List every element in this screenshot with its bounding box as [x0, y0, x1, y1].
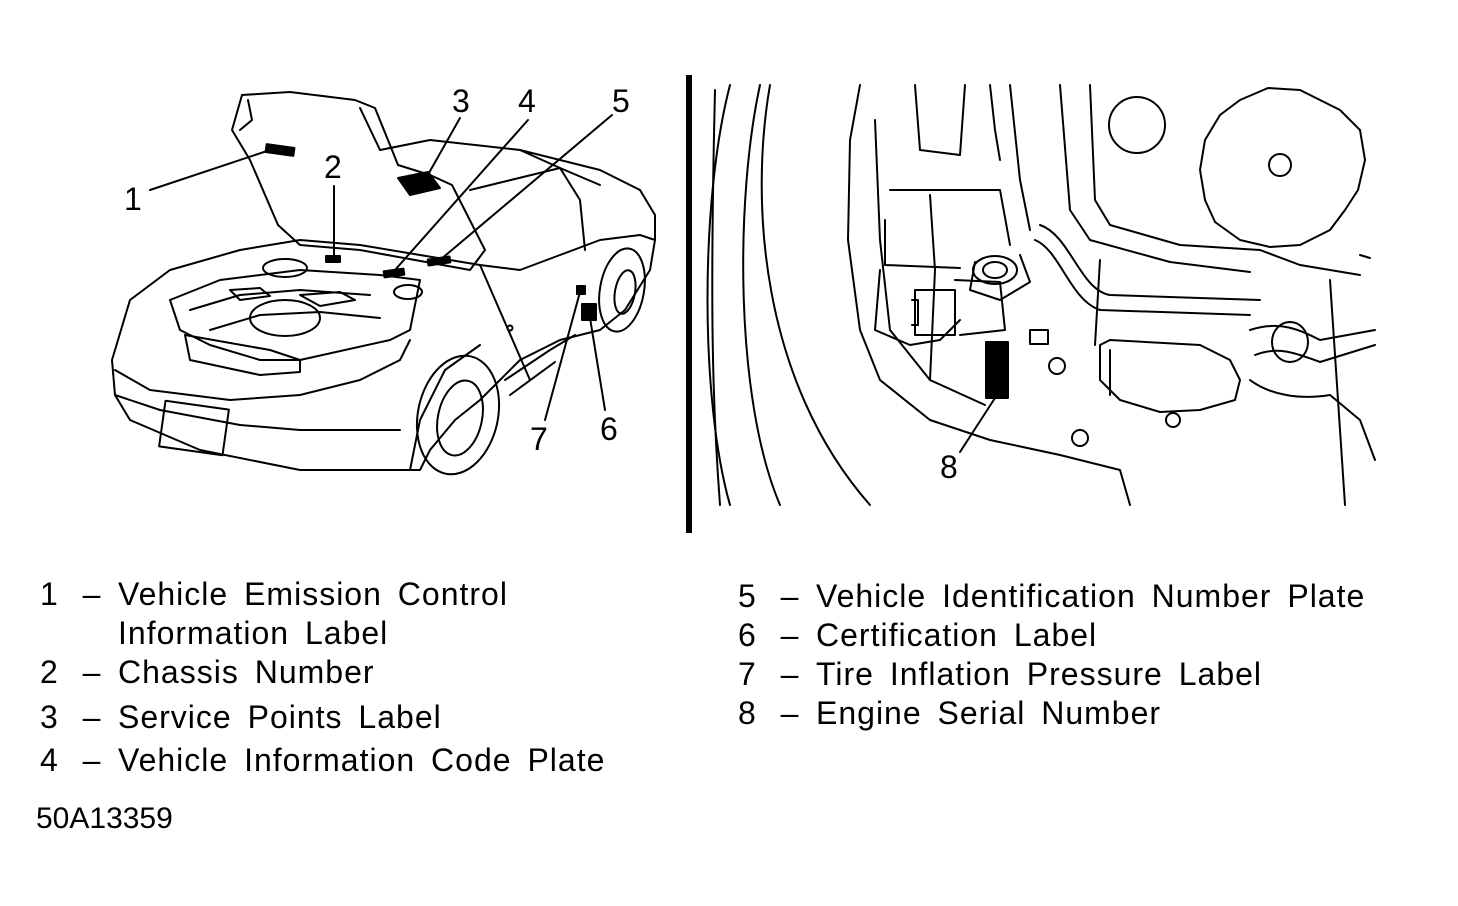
- leader-line-8: [959, 397, 996, 453]
- bolt-head: [1108, 96, 1166, 154]
- legend-right-column: 5 – Vehicle Identification Number Plate …: [738, 577, 1365, 733]
- legend-item-number: 2: [40, 654, 59, 690]
- engine-bay: [169, 269, 421, 361]
- legend-item-text: Engine Serial Number: [816, 695, 1162, 731]
- legend-item-dash: –: [82, 742, 102, 778]
- leader-line-4: [394, 119, 529, 271]
- legend-left-column: 1 – Vehicle Emission Control Information…: [40, 575, 605, 780]
- panel-divider: [686, 75, 692, 533]
- legend-item-number: 5: [738, 578, 757, 614]
- legend-item-dash: –: [780, 695, 800, 731]
- license-plate: [158, 399, 230, 457]
- callout-2: 2: [324, 149, 342, 185]
- legend-item-number: 3: [40, 699, 59, 735]
- car-illustration: [111, 91, 656, 476]
- legend-item-number: 8: [738, 695, 757, 731]
- callout-4: 4: [518, 83, 536, 119]
- legend-item-4: 4 – Vehicle Information Code Plate: [40, 741, 605, 780]
- callout-5: 5: [612, 83, 630, 119]
- callout-7: 7: [530, 421, 548, 457]
- leader-line-6: [589, 317, 606, 411]
- callout-1: 1: [124, 181, 142, 217]
- legend-item-dash: –: [82, 576, 102, 612]
- legend-item-3: 3 – Service Points Label: [40, 698, 605, 737]
- raised-hood: [231, 91, 486, 271]
- legend-item-dash: –: [780, 656, 800, 692]
- legend-item-6: 6 – Certification Label: [738, 616, 1365, 655]
- legend-item-number: 4: [40, 742, 59, 778]
- legend-item-text-continued: Information Label: [118, 615, 389, 651]
- legend-item-text: Vehicle Identification Number Plate: [816, 578, 1366, 614]
- rear-wheel: [598, 247, 646, 333]
- engine-serial-pad: [985, 341, 1009, 399]
- legend-item-7: 7 – Tire Inflation Pressure Label: [738, 655, 1365, 694]
- legend-item-number: 7: [738, 656, 757, 692]
- leader-line-5: [439, 114, 613, 261]
- legend-item-text: Certification Label: [816, 617, 1098, 653]
- oil-filler-cap: [1199, 87, 1366, 248]
- leader-line-7: [544, 291, 581, 421]
- label-location-diagram: 1 2 3 4 5 6 7: [111, 75, 1376, 533]
- leader-line-3: [424, 117, 461, 181]
- engine-detail-illustration: [706, 84, 1376, 506]
- legend-item-text: Tire Inflation Pressure Label: [816, 656, 1263, 692]
- legend-item-dash: –: [780, 617, 800, 653]
- legend-item-dash: –: [780, 578, 800, 614]
- legend-item-1: 1 – Vehicle Emission Control: [40, 575, 605, 614]
- legend-item-1-continued: Information Label: [40, 614, 605, 653]
- engine-block-outline: [847, 84, 1131, 506]
- figure-code: 50A13359: [36, 802, 173, 835]
- legend-item-text: Vehicle Emission Control: [118, 576, 508, 612]
- callout-3: 3: [452, 83, 470, 119]
- legend-item-text: Chassis Number: [118, 654, 375, 690]
- legend-item-number: 6: [738, 617, 757, 653]
- legend-item-5: 5 – Vehicle Identification Number Plate: [738, 577, 1365, 616]
- legend-item-text: Vehicle Information Code Plate: [118, 742, 606, 778]
- legend-item-text: Service Points Label: [118, 699, 442, 735]
- front-bumper: [114, 339, 411, 401]
- callout-6: 6: [600, 411, 618, 447]
- legend-item-8: 8 – Engine Serial Number: [738, 694, 1365, 733]
- legend-item-2: 2 – Chassis Number: [40, 653, 605, 692]
- roof-outline: [379, 139, 656, 241]
- car-body-outline: [111, 234, 656, 471]
- legend-item-dash: –: [82, 654, 102, 690]
- legend-item-dash: –: [82, 699, 102, 735]
- callout-8: 8: [940, 449, 958, 485]
- legend-item-number: 1: [40, 576, 59, 612]
- leader-line-1: [149, 149, 271, 191]
- front-wheel: [415, 354, 501, 476]
